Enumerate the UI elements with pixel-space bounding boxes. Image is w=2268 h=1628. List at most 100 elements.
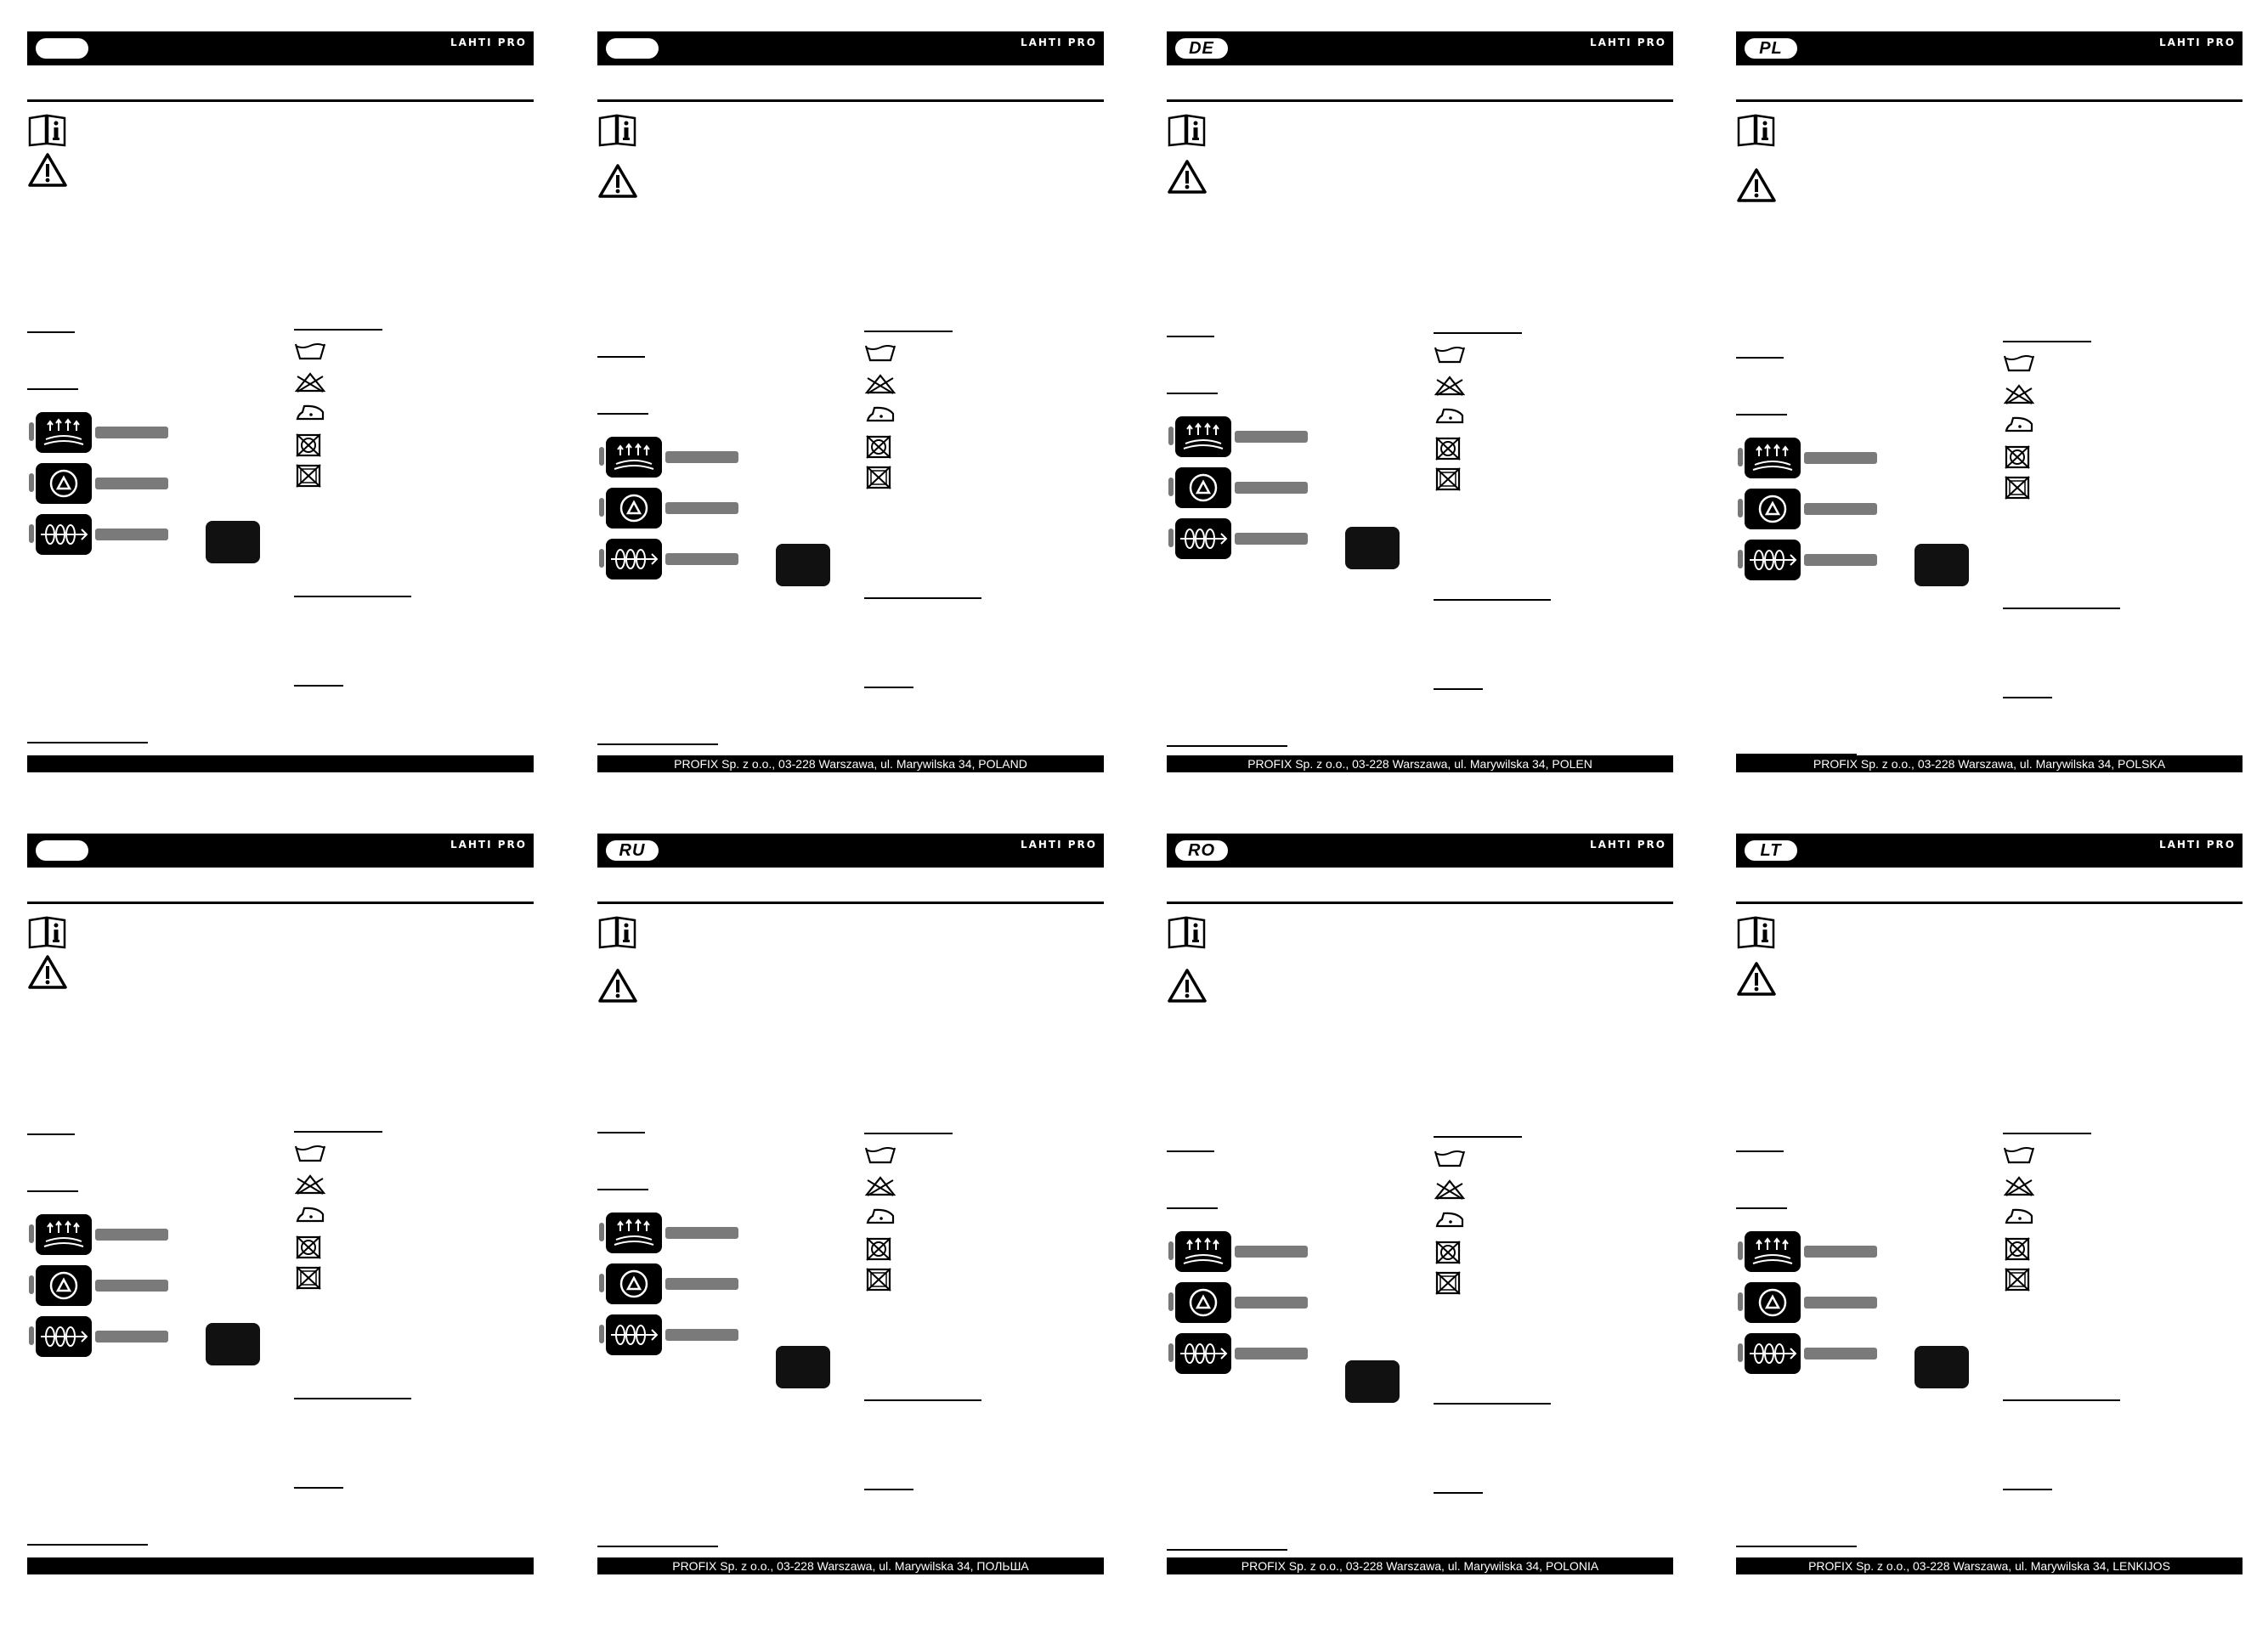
- no-dry-clean-icon: [1434, 466, 1462, 496]
- iron-low-icon: [864, 1206, 896, 1230]
- section-underline: [294, 596, 411, 597]
- title-rule: [27, 902, 534, 904]
- feature-label-bar: [1235, 1297, 1308, 1309]
- brand-logo: LAHTI PRO: [1589, 37, 1666, 48]
- title-rule: [1736, 99, 2243, 102]
- breathable-icon: [1168, 1231, 1231, 1272]
- size-badge: [1915, 1346, 1969, 1388]
- feature-label-bar: [1804, 1246, 1877, 1258]
- manufacturer-footer: [27, 755, 534, 772]
- section-underline: [27, 1190, 78, 1192]
- section-underline: [27, 742, 148, 743]
- size-badge: [1345, 527, 1400, 569]
- section-underline: [1736, 1546, 1857, 1547]
- section-underline: [294, 685, 343, 687]
- manual-panel-2: LAHTI PRO PROFIX Sp. z o.o., 03-228 Warsz…: [597, 31, 1104, 826]
- manufacturer-footer: PROFIX Sp. z o.o., 03-228 Warszawa, ul. …: [597, 755, 1104, 772]
- feature-label-bar: [665, 1329, 738, 1341]
- read-manual-icon: [1167, 915, 1208, 953]
- iron-low-icon: [1434, 405, 1466, 430]
- section-underline: [597, 743, 718, 745]
- title-rule: [597, 99, 1104, 102]
- feature-label-bar: [95, 427, 168, 438]
- section-underline: [1167, 1549, 1287, 1551]
- feature-label-bar: [1804, 503, 1877, 515]
- feature-label-bar: [1235, 533, 1308, 545]
- language-badge: RU: [606, 840, 659, 861]
- brand-logo: LAHTI PRO: [2158, 839, 2236, 851]
- no-bleach-icon: [2003, 383, 2035, 410]
- wash-30-icon: [294, 341, 326, 365]
- section-underline: [1736, 357, 1784, 359]
- moisture-wicking-icon: [1168, 1282, 1231, 1323]
- panel-header: LAHTI PRO: [597, 31, 1104, 65]
- section-underline: [2003, 697, 2052, 698]
- breathable-icon: [1738, 438, 1801, 478]
- warning-triangle-icon: [1736, 961, 1777, 1001]
- read-manual-icon: [1167, 113, 1208, 151]
- section-underline: [597, 1189, 648, 1190]
- section-underline: [1434, 599, 1551, 601]
- read-manual-icon: [597, 915, 638, 953]
- wash-30-icon: [1434, 344, 1466, 369]
- breathable-icon: [1738, 1231, 1801, 1272]
- section-underline: [597, 1132, 645, 1133]
- no-tumble-dry-icon: [1434, 1240, 1462, 1269]
- no-bleach-icon: [864, 373, 896, 399]
- feature-label-bar: [1804, 1348, 1877, 1359]
- section-underline: [27, 1544, 148, 1546]
- feature-label-bar: [95, 478, 168, 489]
- moisture-wicking-icon: [599, 1263, 662, 1304]
- stretch-icon: [1168, 1333, 1231, 1374]
- read-manual-icon: [27, 915, 68, 953]
- iron-low-icon: [1434, 1209, 1466, 1234]
- moisture-wicking-icon: [29, 1265, 92, 1306]
- no-tumble-dry-icon: [1434, 436, 1462, 466]
- feature-label-bar: [95, 1229, 168, 1241]
- size-badge: [206, 521, 260, 563]
- warning-triangle-icon: [27, 954, 68, 994]
- language-badge: DE: [1175, 38, 1228, 59]
- manual-panel-1: LAHTI PRO: [27, 31, 534, 826]
- size-badge: [776, 544, 830, 586]
- section-underline: [597, 413, 648, 415]
- section-underline: [1434, 1136, 1522, 1138]
- title-rule: [597, 902, 1104, 904]
- section-underline: [1167, 393, 1218, 394]
- warning-triangle-icon: [1167, 968, 1208, 1008]
- section-underline: [1434, 1492, 1483, 1494]
- manufacturer-footer: PROFIX Sp. z o.o., 03-228 Warszawa, ul. …: [1736, 755, 2243, 772]
- section-underline: [864, 1489, 913, 1490]
- section-underline: [27, 388, 78, 390]
- title-rule: [1167, 99, 1673, 102]
- feature-label-bar: [1235, 482, 1308, 494]
- feature-label-bar: [665, 502, 738, 514]
- warning-triangle-icon: [1736, 167, 1777, 207]
- wash-30-icon: [864, 342, 896, 367]
- feature-label-bar: [1804, 1297, 1877, 1309]
- language-badge: PL: [1745, 38, 1797, 59]
- warning-triangle-icon: [597, 163, 638, 203]
- no-tumble-dry-icon: [864, 434, 893, 464]
- section-underline: [27, 1133, 75, 1135]
- read-manual-icon: [597, 113, 638, 151]
- section-underline: [864, 597, 981, 599]
- wash-30-icon: [864, 1145, 896, 1169]
- section-underline: [294, 1398, 411, 1399]
- panel-header: DE LAHTI PRO: [1167, 31, 1673, 65]
- warning-triangle-icon: [27, 152, 68, 192]
- iron-low-icon: [2003, 1206, 2035, 1230]
- feature-label-bar: [95, 529, 168, 540]
- no-dry-clean-icon: [2003, 475, 2032, 505]
- iron-low-icon: [294, 402, 326, 427]
- no-bleach-icon: [1434, 375, 1466, 401]
- no-dry-clean-icon: [294, 463, 323, 493]
- section-underline: [294, 1487, 343, 1489]
- section-underline: [1736, 414, 1787, 415]
- feature-label-bar: [1804, 554, 1877, 566]
- iron-low-icon: [2003, 414, 2035, 438]
